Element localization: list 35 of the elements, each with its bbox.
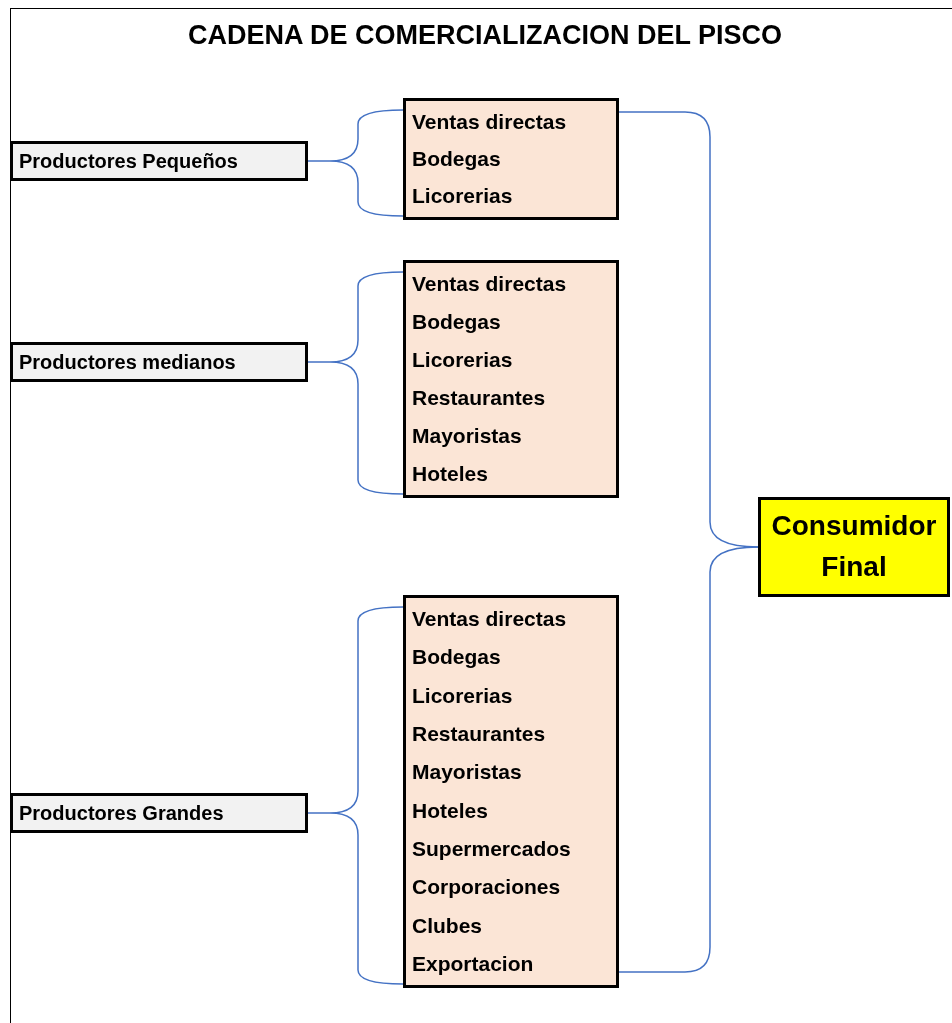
channel-label: Hoteles (412, 462, 488, 486)
consumer-label: Consumidor Final (770, 509, 938, 584)
channel-label: Ventas directas (412, 607, 567, 632)
producer-box (10, 141, 308, 181)
channel-label: Restaurantes (412, 386, 546, 410)
consumer-box (758, 497, 950, 597)
producer-box (10, 342, 308, 382)
channel-label: Ventas directas (412, 109, 567, 134)
producer-label: Productores Grandes (19, 801, 224, 825)
channel-label: Licorerias (412, 348, 513, 372)
channel-label: Licorerias (412, 683, 513, 708)
channel-list-box (403, 98, 619, 220)
producer-box (10, 793, 308, 833)
channel-label: Supermercados (412, 836, 571, 861)
brace-connector (307, 606, 404, 985)
channel-label: Bodegas (412, 310, 501, 334)
channel-label: Corporaciones (412, 875, 561, 900)
channel-label: Bodegas (412, 645, 501, 670)
channel-label: Ventas directas (412, 272, 567, 296)
producer-label: Productores Pequeños (19, 149, 238, 173)
channel-label: Exportacion (412, 951, 534, 976)
channel-list-box (403, 595, 619, 988)
channel-label: Clubes (412, 913, 482, 938)
brace-connector (618, 546, 759, 973)
brace-connector (307, 271, 404, 495)
channel-list-box (403, 260, 619, 498)
channel-label: Mayoristas (412, 760, 522, 785)
channel-label: Mayoristas (412, 424, 522, 448)
producer-label: Productores medianos (19, 350, 236, 374)
channel-label: Licorerias (412, 184, 513, 209)
channel-label: Hoteles (412, 798, 488, 823)
diagram-title: CADENA DE COMERCIALIZACION DEL PISCO (187, 20, 783, 51)
channel-label: Restaurantes (412, 722, 546, 747)
channel-label: Bodegas (412, 147, 501, 171)
brace-connector (307, 109, 404, 217)
